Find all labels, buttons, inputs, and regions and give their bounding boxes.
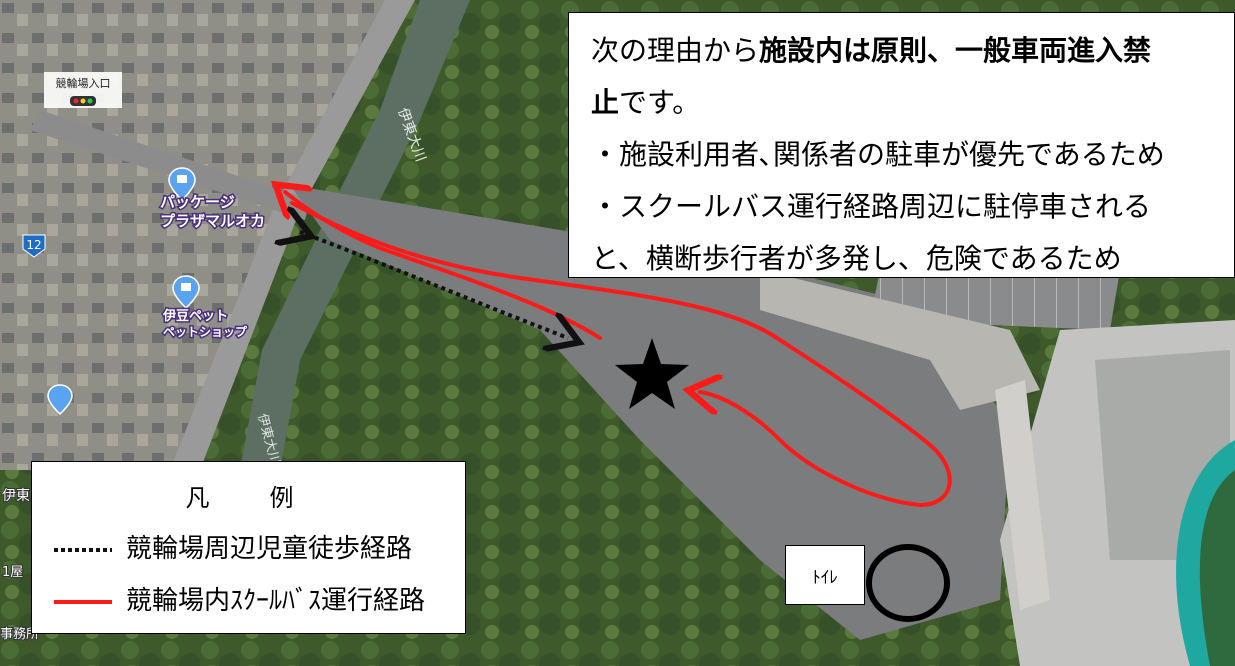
- walking-route: [300, 232, 568, 338]
- notice-line-2: 止です。: [591, 77, 1234, 129]
- notice-reason-3: と、横断歩行者が多発し、危険であるため: [591, 242, 1122, 275]
- shop-pin-icon[interactable]: [172, 275, 200, 310]
- star-marker-icon: [615, 338, 689, 409]
- town-area: [0, 0, 400, 470]
- legend-title: 凡 例: [185, 484, 312, 512]
- notice-text-before: 次の理由から: [591, 34, 760, 67]
- izu-pet-label-1: 伊豆ペット: [162, 308, 228, 324]
- left-edge-label-3: 事務所: [0, 627, 39, 642]
- shop-pin-icon[interactable]: [168, 167, 196, 202]
- map-legend: 凡 例 競輪場周辺児童徒歩経路 競輪場内ｽｸｰﾙﾊﾞｽ運行経路: [31, 461, 466, 634]
- route-12-badge: 12: [22, 234, 46, 258]
- main-road: [170, 0, 415, 470]
- package-plaza-label-2: プラザマルオカ: [160, 212, 265, 230]
- route-number: 12: [26, 238, 41, 252]
- legend-row-bus: 競輪場内ｽｸｰﾙﾊﾞｽ運行経路: [52, 580, 425, 617]
- bus-route-swatch-icon: [54, 600, 112, 604]
- facility-building: [760, 270, 1040, 410]
- notice-reason-1: ・施設利用者､関係者の駐車が優先であるため: [591, 138, 1165, 171]
- notice-line2-rest: です。: [619, 86, 701, 119]
- left-edge-label-2: 1屋: [2, 565, 23, 580]
- traffic-light-icon: [70, 96, 96, 106]
- notice-line2-bold: 止: [591, 86, 620, 119]
- left-edge-label-1: 伊東: [2, 488, 30, 504]
- track-infield: [1199, 470, 1235, 666]
- walkway: [995, 380, 1050, 610]
- walking-route-swatch-icon: [54, 548, 112, 552]
- toilet-label-box: ﾄｲﾚ: [785, 545, 865, 605]
- legend-row-walking: 競輪場周辺児童徒歩経路: [52, 528, 412, 565]
- notice-line-1: 次の理由から施設内は原則、一般車両進入禁: [591, 25, 1234, 77]
- keirin-entrance-label: 競輪場入口: [56, 76, 111, 90]
- legend-bus-label: 競輪場内ｽｸｰﾙﾊﾞｽ運行経路: [126, 586, 426, 616]
- legend-walking-label: 競輪場周辺児童徒歩経路: [126, 534, 413, 564]
- notice-text-bold: 施設内は原則、一般車両進入禁: [759, 34, 1152, 67]
- pin-icon[interactable]: [47, 384, 73, 416]
- package-plaza-label-1: パッケージ: [160, 193, 235, 211]
- cross-road: [30, 110, 310, 220]
- notice-box: 次の理由から施設内は原則、一般車両進入禁 止です。 ・施設利用者､関係者の駐車が…: [568, 12, 1235, 278]
- toilet-label: ﾄｲﾚ: [812, 567, 838, 588]
- notice-reason-2: ・スクールバス運行経路周辺に駐停車される: [591, 190, 1152, 223]
- keirin-entrance-sign: 競輪場入口: [44, 72, 122, 108]
- izu-pet-label-2: ペットショップ: [163, 324, 248, 339]
- toilet-circle-icon: [866, 544, 950, 622]
